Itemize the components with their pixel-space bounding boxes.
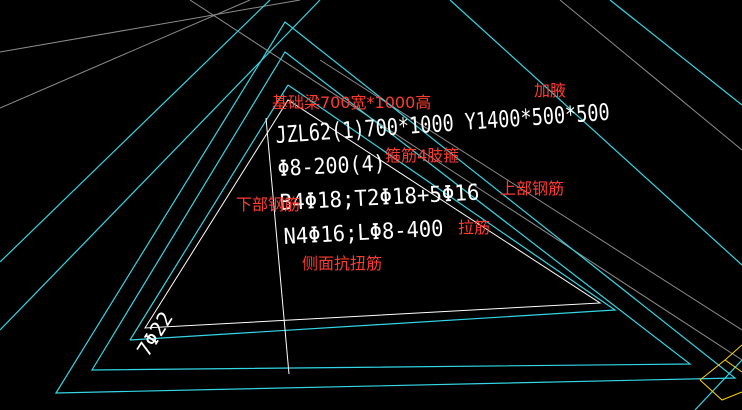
gray-construction-lines [0, 0, 742, 361]
stirrup-line[interactable]: Φ8-200(4) [277, 151, 386, 182]
annotation-tie-bar: 拉筋 [458, 218, 491, 237]
yellow-geometry [699, 344, 742, 401]
annotation-haunch: 加腋 [534, 81, 567, 100]
annotation-bottom-rebar: 下部钢筋 [236, 195, 301, 214]
annotation-top-rebar: 上部钢筋 [500, 179, 565, 198]
leader-line [265, 117, 290, 375]
beam-label-block[interactable]: JZL62(1)700*1000 Y1400*500*500 Φ8-200(4)… [275, 100, 611, 250]
main-rebar-line[interactable]: B4Φ18;T2Φ18+5Φ16 [279, 181, 480, 216]
white-beam-outline [144, 99, 602, 375]
rebar-count-label[interactable]: 7Φ22 [132, 307, 178, 360]
side-rebar-line[interactable]: N4Φ16;LΦ8-400 [283, 217, 444, 250]
annotation-stirrup: 箍筋4肢箍 [385, 146, 460, 165]
annotation-side-torsion: 侧面抗扭筋 [302, 254, 383, 273]
annotation-foundation-beam: 基础梁700宽*1000高 [272, 93, 432, 112]
